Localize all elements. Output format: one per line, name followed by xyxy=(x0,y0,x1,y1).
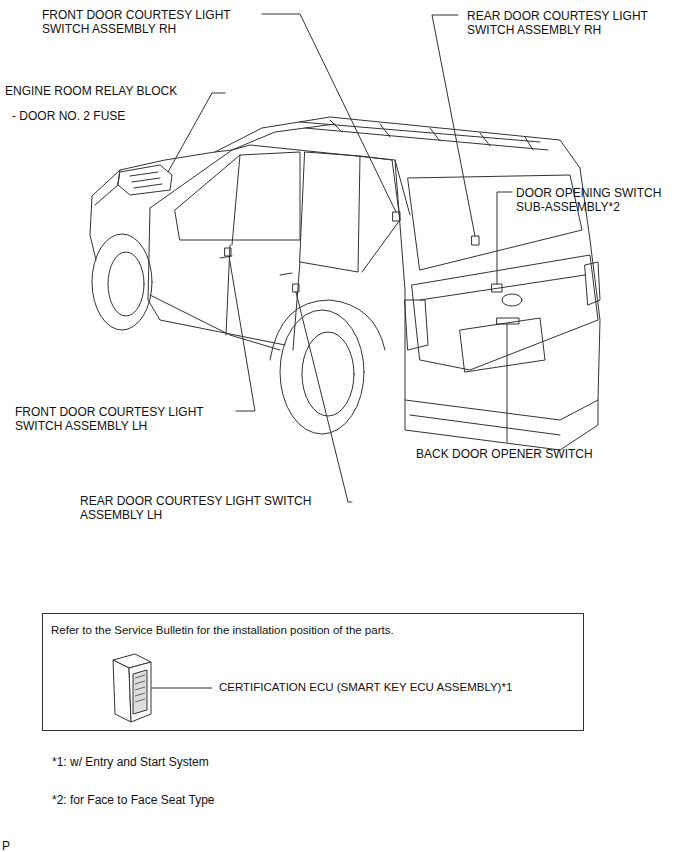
part-label: CERTIFICATION ECU (SMART KEY ECU ASSEMBL… xyxy=(219,680,512,694)
leader-line xyxy=(507,324,508,442)
part-label: REAR DOOR COURTESY LIGHT SWITCH ASSEMBLY… xyxy=(467,9,672,37)
part-label: BACK DOOR OPENER SWITCH xyxy=(416,447,593,461)
ecu-illustration xyxy=(105,652,155,724)
part-label: REAR DOOR COURTESY LIGHT SWITCH ASSEMBLY… xyxy=(80,494,348,522)
footnote: *2: for Face to Face Seat Type xyxy=(52,793,215,807)
leader-line xyxy=(262,14,396,212)
part-label: DOOR OPENING SWITCH SUB-ASSEMBLY*2 xyxy=(516,186,681,214)
leader-line xyxy=(296,292,352,502)
page-mark: P xyxy=(2,839,10,852)
footnote: *1: w/ Entry and Start System xyxy=(52,755,209,769)
leader-line xyxy=(432,15,475,236)
note-box: Refer to the Service Bulletin for the in… xyxy=(42,613,584,731)
part-label: - DOOR NO. 2 FUSE xyxy=(12,109,125,123)
part-label: FRONT DOOR COURTESY LIGHT SWITCH ASSEMBL… xyxy=(15,405,220,433)
note-text: Refer to the Service Bulletin for the in… xyxy=(51,623,394,637)
leader-line xyxy=(152,688,212,689)
leader-line xyxy=(497,192,512,284)
part-label: FRONT DOOR COURTESY LIGHT SWITCH ASSEMBL… xyxy=(42,8,247,36)
part-label: ENGINE ROOM RELAY BLOCK xyxy=(5,84,177,98)
leader-line xyxy=(168,93,225,172)
leader-line xyxy=(229,256,255,411)
